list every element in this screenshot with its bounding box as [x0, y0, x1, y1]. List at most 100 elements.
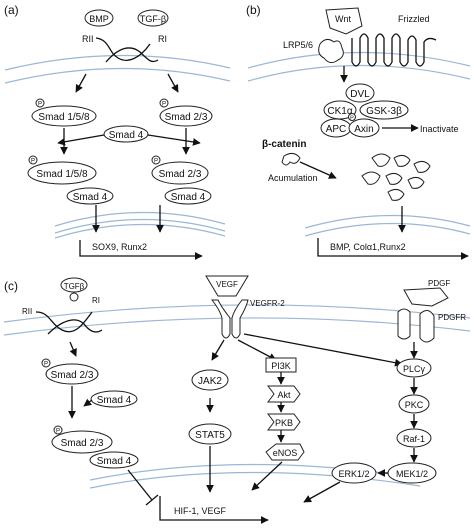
vegfr2-receptor-left: [210, 299, 231, 339]
erk-node: [331, 462, 377, 484]
smad4-middle-label: Smad 4: [109, 130, 144, 141]
smad4-middle: [103, 125, 149, 143]
arrow-vegfr-to-pi3k: [237, 339, 277, 361]
pkc-node: [398, 394, 430, 414]
vegfr2-receptor-right: [231, 299, 249, 339]
panel-a-nuclear-membrane-inner: [54, 218, 226, 234]
vegfr2-label: VEGFR-2: [250, 299, 285, 308]
smad23-c-top-label: Smad 2/3: [51, 370, 94, 381]
ck1-label: CK1α: [327, 106, 352, 117]
phospho-a3: [28, 155, 38, 165]
erk-label: ERK1/2: [338, 469, 369, 479]
smad4-c-complex-label: Smad 4: [97, 456, 132, 467]
stat5-node: [188, 423, 232, 445]
pkb-node: [267, 413, 301, 431]
panel-c-output-label: HIF-1, VEGF: [174, 506, 227, 516]
panel-a-membrane-outer: [4, 54, 231, 71]
pi3k-label: PI3K: [271, 361, 291, 371]
pdgf-label: PDGF: [428, 279, 450, 288]
gsk-label: GSK-3β: [366, 106, 402, 117]
tgfb-label: TGF-β: [140, 14, 166, 24]
bcatenin-cluster-1: [371, 153, 391, 167]
tgfb-c-label: TGFβ: [64, 282, 85, 291]
phospho-a4: [151, 155, 161, 165]
enos-node: [265, 443, 305, 461]
arrow-c-smad4-to-complex: [83, 398, 93, 407]
panel-b-output-label: BMP, Colα1,Runx2: [330, 242, 406, 252]
axin-node: [348, 118, 380, 138]
phospho-c2-label: P: [56, 429, 60, 435]
panel-a-nuclear-membrane-outer: [54, 211, 226, 227]
arrow-smad4-left: [57, 134, 105, 146]
smad158-complex-label: Smad 1/5/8: [36, 169, 88, 180]
wnt-ligand: [325, 7, 363, 35]
raf1-node: [396, 428, 432, 448]
arrow-vegfr-to-plcg: [243, 333, 403, 367]
phospho-c1-label: P: [44, 362, 48, 368]
panel-b-label: (b): [246, 3, 261, 17]
panel-a-output-bracket: [79, 240, 203, 260]
panel-c-nuclear-membrane-inner: [89, 471, 421, 489]
tgfb-ligand: [137, 9, 169, 27]
vegf-ligand: [205, 275, 249, 297]
panel-c-label: (c): [4, 279, 18, 293]
panel-a: (a) BMP TGF-β RII RI Smad 1/5/8 P Smad 2…: [4, 3, 231, 260]
tgfb-c-ligand: [60, 277, 88, 293]
pkc-label: PKC: [405, 400, 424, 410]
dvl-node: [345, 83, 375, 103]
smad4-complex-left: [66, 187, 114, 205]
phospho-a2: [159, 98, 169, 108]
akt-node: [267, 385, 301, 403]
smad23-complex: [151, 161, 209, 185]
arrow-receptor-to-smad158: [75, 73, 87, 93]
bcatenin-label: β-catenin: [262, 139, 306, 150]
pdgfr-receptor-right: [419, 310, 435, 343]
smad23-complex-label: Smad 2/3: [159, 169, 202, 180]
panel-a-output-label: SOX9, Runx2: [92, 242, 147, 252]
phospho-b1-label: P: [350, 116, 354, 122]
jak2-node: [191, 369, 229, 391]
inactivate-label: Inactivate: [420, 124, 459, 134]
wnt-label: Wnt: [335, 14, 352, 24]
bmp-ligand: [84, 9, 114, 27]
smad4-c-top-label: Smad 4: [97, 395, 132, 406]
panel-b-membrane-inner: [247, 64, 471, 82]
bcatenin-cluster-2: [393, 154, 411, 167]
smad23-top-label: Smad 2/3: [165, 112, 208, 123]
panel-a-nuclear-membrane-outer2: [54, 223, 226, 239]
phospho-a2-label: P: [162, 102, 166, 108]
bcatenin-cluster-6: [407, 176, 425, 189]
frizzled-label: Frizzled: [398, 14, 430, 24]
enos-label: eNOS: [273, 448, 298, 458]
phospho-c2: [53, 425, 63, 435]
akt-label: Akt: [277, 390, 291, 400]
vegf-label: VEGF: [216, 280, 238, 289]
smad158-complex: [27, 161, 97, 185]
smad4-complex-right-label: Smad 4: [171, 192, 206, 203]
arrow-smad4-right: [147, 134, 201, 146]
lrp-label: LRP5/6: [283, 40, 313, 50]
smad158-top: [31, 105, 97, 127]
rii-label: RII: [82, 34, 94, 44]
bcatenin-shape: [281, 152, 301, 166]
pdgfr-label: PDGFR: [438, 313, 466, 322]
receptor-rii: [95, 37, 151, 61]
panel-c: (c) TGFβ RII RI Smad 2/3 P Smad 4 Smad 2…: [3, 275, 471, 524]
phospho-c1: [41, 358, 51, 368]
rii-c-label: RII: [22, 307, 32, 316]
phospho-a1: [35, 98, 45, 108]
arrow-receptor-to-smad23: [167, 73, 179, 93]
smad4-c-complex: [89, 451, 139, 469]
panel-a-membrane-inner: [4, 67, 231, 84]
apc-label: APC: [326, 124, 347, 135]
frizzled-receptor: [351, 33, 437, 67]
phospho-a1-label: P: [38, 102, 42, 108]
bmp-label: BMP: [89, 14, 109, 24]
ri-label: RI: [158, 34, 167, 44]
plcg-node: [396, 358, 432, 378]
panel-b-nuclear-membrane-inner: [304, 222, 471, 237]
jak2-label: JAK2: [198, 376, 222, 387]
bcatenin-cluster-7: [387, 188, 405, 201]
plcg-label: PLCγ: [403, 364, 426, 374]
panel-b-nuclear-membrane-outer: [304, 214, 471, 229]
